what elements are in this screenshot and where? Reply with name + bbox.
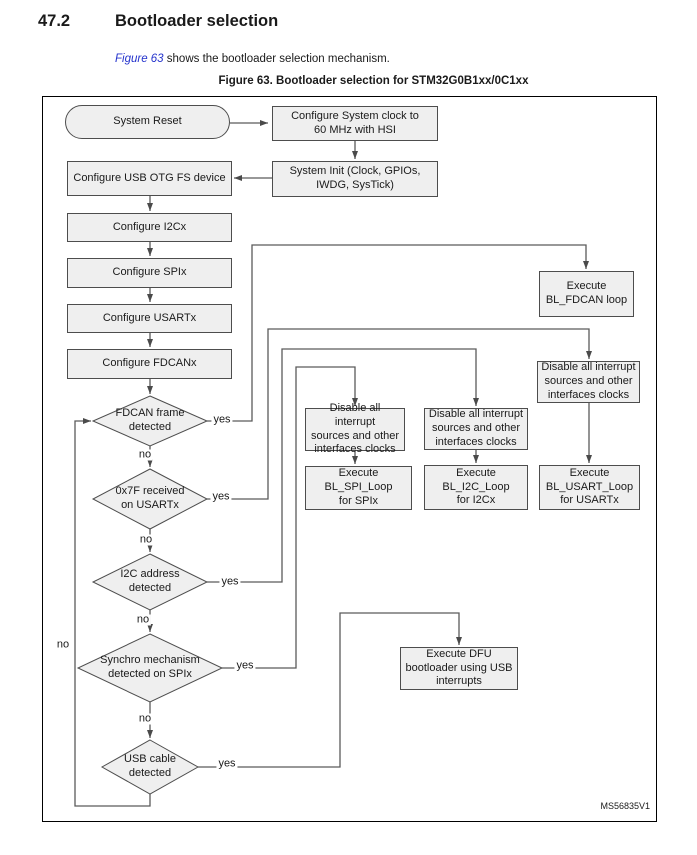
branch-label-no-fdcan: no bbox=[136, 448, 154, 461]
node-system-reset: System Reset bbox=[65, 105, 230, 139]
section-title: Bootloader selection bbox=[115, 12, 279, 30]
figure-63-link[interactable]: Figure 63 bbox=[115, 52, 164, 65]
node-configure-fdcanx: Configure FDCANx bbox=[67, 349, 232, 379]
branch-label-yes-fdcan: yes bbox=[211, 413, 233, 426]
intro-paragraph: Figure 63 shows the bootloader selection… bbox=[115, 53, 390, 65]
node-configure-spix: Configure SPIx bbox=[67, 258, 232, 288]
node-execute-dfu-bootloader: Execute DFU bootloader using USB interru… bbox=[400, 647, 518, 690]
branch-label-yes-synchro: yes bbox=[234, 659, 256, 672]
branch-label-yes-i2caddr: yes bbox=[219, 575, 241, 588]
node-disable-interrupts-usart: Disable all interrupt sources and other … bbox=[537, 361, 640, 403]
node-configure-usb-otg: Configure USB OTG FS device bbox=[67, 161, 232, 196]
branch-label-no-usart7f: no bbox=[137, 533, 155, 546]
node-execute-bl-fdcan-loop: Execute BL_FDCAN loop bbox=[539, 271, 634, 317]
node-system-init: System Init (Clock, GPIOs, IWDG, SysTick… bbox=[272, 161, 438, 197]
intro-text: shows the bootloader selection mechanism… bbox=[163, 52, 390, 65]
node-configure-i2cx: Configure I2Cx bbox=[67, 213, 232, 242]
node-disable-interrupts-spi: Disable all interrupt sources and other … bbox=[305, 402, 405, 455]
node-configure-system-clock: Configure System clock to 60 MHz with HS… bbox=[272, 106, 438, 141]
branch-label-yes-usart7f: yes bbox=[210, 490, 232, 503]
branch-label-no-i2caddr: no bbox=[134, 613, 152, 626]
diagram-id-watermark: MS56835V1 bbox=[600, 801, 650, 811]
branch-label-no-synchro: no bbox=[136, 712, 154, 725]
figure-caption: Figure 63. Bootloader selection for STM3… bbox=[218, 75, 529, 87]
node-configure-usartx: Configure USARTx bbox=[67, 304, 232, 333]
node-execute-bl-i2c-loop: Execute BL_I2C_Loop for I2Cx bbox=[424, 465, 528, 510]
node-execute-bl-usart-loop: Execute BL_USART_Loop for USARTx bbox=[539, 465, 640, 510]
branch-label-no-usb-loop: no bbox=[54, 638, 72, 651]
node-execute-bl-spi-loop: Execute BL_SPI_Loop for SPIx bbox=[305, 466, 412, 510]
flowchart-frame bbox=[42, 96, 657, 822]
branch-label-yes-usb: yes bbox=[216, 757, 238, 770]
node-disable-interrupts-i2c: Disable all interrupt sources and other … bbox=[424, 408, 528, 450]
section-number: 47.2 bbox=[38, 12, 71, 30]
